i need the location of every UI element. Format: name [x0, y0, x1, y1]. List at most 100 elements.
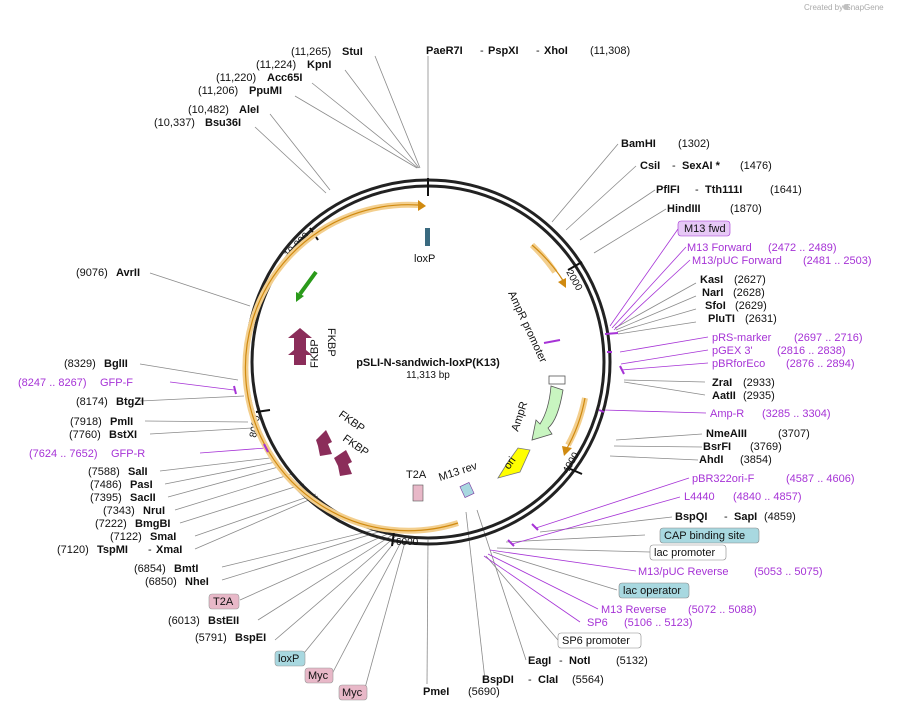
m13rev-label: M13 rev [437, 460, 479, 484]
site-sfoi[interactable]: SfoI (2629) [705, 300, 767, 312]
site-bspdi[interactable]: BspDI - ClaI (5564) [482, 674, 604, 686]
svg-text:SP6: SP6 [587, 617, 608, 629]
site-nmeaiii[interactable]: NmeAIII (3707) [706, 428, 810, 440]
site-bmgbi[interactable]: (7222) BmgBI [95, 518, 170, 530]
svg-text:KasI: KasI [700, 274, 723, 286]
svg-text:EagI: EagI [528, 655, 551, 667]
site-zrai[interactable]: ZraI (2933) [712, 377, 775, 389]
site-csii[interactable]: CsiI - SexAI * (1476) [640, 160, 772, 172]
svg-text:(3854): (3854) [740, 454, 772, 466]
site-pflfi[interactable]: PflFI - Tth111I (1641) [656, 184, 802, 196]
site-kasi[interactable]: KasI (2627) [700, 274, 766, 286]
svg-text:(2876 .. 2894): (2876 .. 2894) [786, 358, 855, 370]
site-bspei[interactable]: (5791) BspEI [195, 632, 266, 644]
svg-text:BamHI: BamHI [621, 138, 656, 150]
site-hindiii[interactable]: HindIII (1870) [667, 203, 762, 215]
primer-amp-r[interactable]: Amp-R (3285 .. 3304) [710, 408, 831, 420]
svg-text:BstXI: BstXI [109, 429, 137, 441]
svg-text:(2697 .. 2716): (2697 .. 2716) [794, 332, 863, 344]
site-avrii[interactable]: (9076) AvrII [76, 267, 140, 279]
ori-arrow-icon [497, 447, 531, 479]
leader-lines [139, 55, 706, 689]
primer-l4440[interactable]: L4440 (4840 .. 4857) [684, 491, 802, 503]
primer-marks [233, 332, 625, 547]
site-nrui[interactable]: (7343) NruI [103, 505, 165, 517]
svg-text:BspDI: BspDI [482, 674, 514, 686]
primer-m13-forward[interactable]: M13 Forward (2472 .. 2489) [687, 242, 837, 254]
primer-sp6[interactable]: SP6 (5106 .. 5123) [587, 617, 693, 629]
site-bamhi[interactable]: BamHI (1302) [621, 138, 710, 150]
site-eagi[interactable]: EagI - NotI (5132) [528, 655, 648, 667]
feature-box-loxp[interactable]: loxP [274, 650, 306, 667]
primer-pbrforeco[interactable]: pBRforEco (2876 .. 2894) [712, 358, 855, 370]
site-smai[interactable]: (7122) SmaI [110, 531, 176, 543]
feature-box-myc-1[interactable]: Myc [304, 667, 334, 684]
primer-pbr322ori-f[interactable]: pBR322ori-F (4587 .. 4606) [692, 473, 855, 485]
site-bsteii[interactable]: (6013) BstEII [168, 615, 239, 627]
plasmid-title: pSLI-N-sandwich-loxP(K13) 11,313 bp [356, 357, 500, 381]
feature-box-lac-promoter[interactable]: lac promoter [649, 544, 727, 561]
site-pasi[interactable]: (7486) PasI [90, 479, 153, 491]
ampr-arrow-icon [531, 385, 564, 441]
loxp-marker-icon [425, 228, 430, 246]
svg-text:(4859): (4859) [764, 511, 796, 523]
svg-text:(7760): (7760) [69, 429, 101, 441]
green-arrow-icon [296, 292, 304, 302]
svg-text:(2628): (2628) [733, 287, 765, 299]
feature-box-sp6-promoter[interactable]: SP6 promoter [557, 632, 642, 649]
svg-text:-: - [536, 45, 540, 57]
svg-text:GFP-R: GFP-R [111, 448, 145, 460]
feature-box-myc-2[interactable]: Myc [338, 684, 368, 701]
site-bmti[interactable]: (6854) BmtI [134, 563, 198, 575]
primer-pgex-3[interactable]: pGEX 3' (2816 .. 2838) [712, 345, 846, 357]
feature-box-t2a[interactable]: T2A [208, 593, 240, 610]
site-kpni[interactable]: (11,224) KpnI [256, 59, 331, 71]
site-ahdi[interactable]: AhdI (3854) [699, 454, 772, 466]
feature-box-lac-operator[interactable]: lac operator [618, 582, 690, 599]
primer-m13-puc-reverse[interactable]: M13/pUC Reverse (5053 .. 5075) [638, 566, 823, 578]
site-acc65i[interactable]: (11,220) Acc65I [216, 72, 302, 84]
svg-text:PflFI: PflFI [656, 184, 680, 196]
site-nhei[interactable]: (6850) NheI [145, 576, 209, 588]
site-paer7i[interactable]: PaeR7I - PspXI - XhoI (11,308) [426, 45, 630, 57]
site-bstxi[interactable]: (7760) BstXI [69, 429, 137, 441]
site-btgzi[interactable]: (8174) BtgZI [76, 396, 144, 408]
tick-6000: 6000 [396, 537, 419, 548]
primer-m13-puc-forward[interactable]: M13/pUC Forward (2481 .. 2503) [692, 255, 872, 267]
site-aatii[interactable]: AatII (2935) [712, 390, 775, 402]
svg-text:(5072 .. 5088): (5072 .. 5088) [688, 604, 757, 616]
site-bsu36i[interactable]: (10,337) Bsu36I [154, 117, 241, 129]
site-ppumi[interactable]: (11,206) PpuMI [198, 85, 282, 97]
site-sali[interactable]: (7588) SalI [88, 466, 148, 478]
svg-text:(2629): (2629) [735, 300, 767, 312]
primer-gfp-f[interactable]: (8247 .. 8267) GFP-F [18, 377, 133, 389]
right-labels: BamHI (1302) CsiI - SexAI * (1476) PflFI… [482, 138, 872, 686]
svg-text:(11,220): (11,220) [216, 72, 256, 84]
site-stui[interactable]: (11,265) StuI [291, 46, 363, 58]
site-bsrfi[interactable]: BsrFI (3769) [703, 441, 782, 453]
svg-text:(7122): (7122) [110, 531, 142, 543]
site-bglii[interactable]: (8329) BglII [64, 358, 128, 370]
fkbp-arrow-4-icon [334, 450, 352, 476]
snapgene-logo-icon [843, 4, 849, 10]
svg-text:HindIII: HindIII [667, 203, 701, 215]
site-bspqi[interactable]: BspQI - SapI (4859) [675, 511, 796, 523]
site-pmli[interactable]: (7918) PmlI [70, 416, 133, 428]
svg-text:(2816 .. 2838): (2816 .. 2838) [777, 345, 846, 357]
feature-box-cap[interactable]: CAP binding site [659, 527, 760, 544]
primer-gfp-r[interactable]: (7624 .. 7652) GFP-R [29, 448, 145, 460]
primer-prs-marker[interactable]: pRS-marker (2697 .. 2716) [712, 332, 863, 344]
svg-text:(8174): (8174) [76, 396, 108, 408]
svg-text:SapI: SapI [734, 511, 757, 523]
site-alei[interactable]: (10,482) AleI [188, 104, 259, 116]
primer-m13-reverse[interactable]: M13 Reverse (5072 .. 5088) [601, 604, 757, 616]
site-tspmi[interactable]: (7120) TspMI - XmaI [57, 544, 182, 556]
site-nari[interactable]: NarI (2628) [702, 287, 765, 299]
svg-text:StuI: StuI [342, 46, 363, 58]
svg-text:SmaI: SmaI [150, 531, 176, 543]
site-pmei[interactable]: PmeI (5690) [423, 686, 500, 698]
feature-box-m13fwd[interactable]: M13 fwd [677, 220, 731, 237]
svg-text:(9076): (9076) [76, 267, 108, 279]
site-pluti[interactable]: PluTI (2631) [708, 313, 777, 325]
site-sacii[interactable]: (7395) SacII [90, 492, 156, 504]
